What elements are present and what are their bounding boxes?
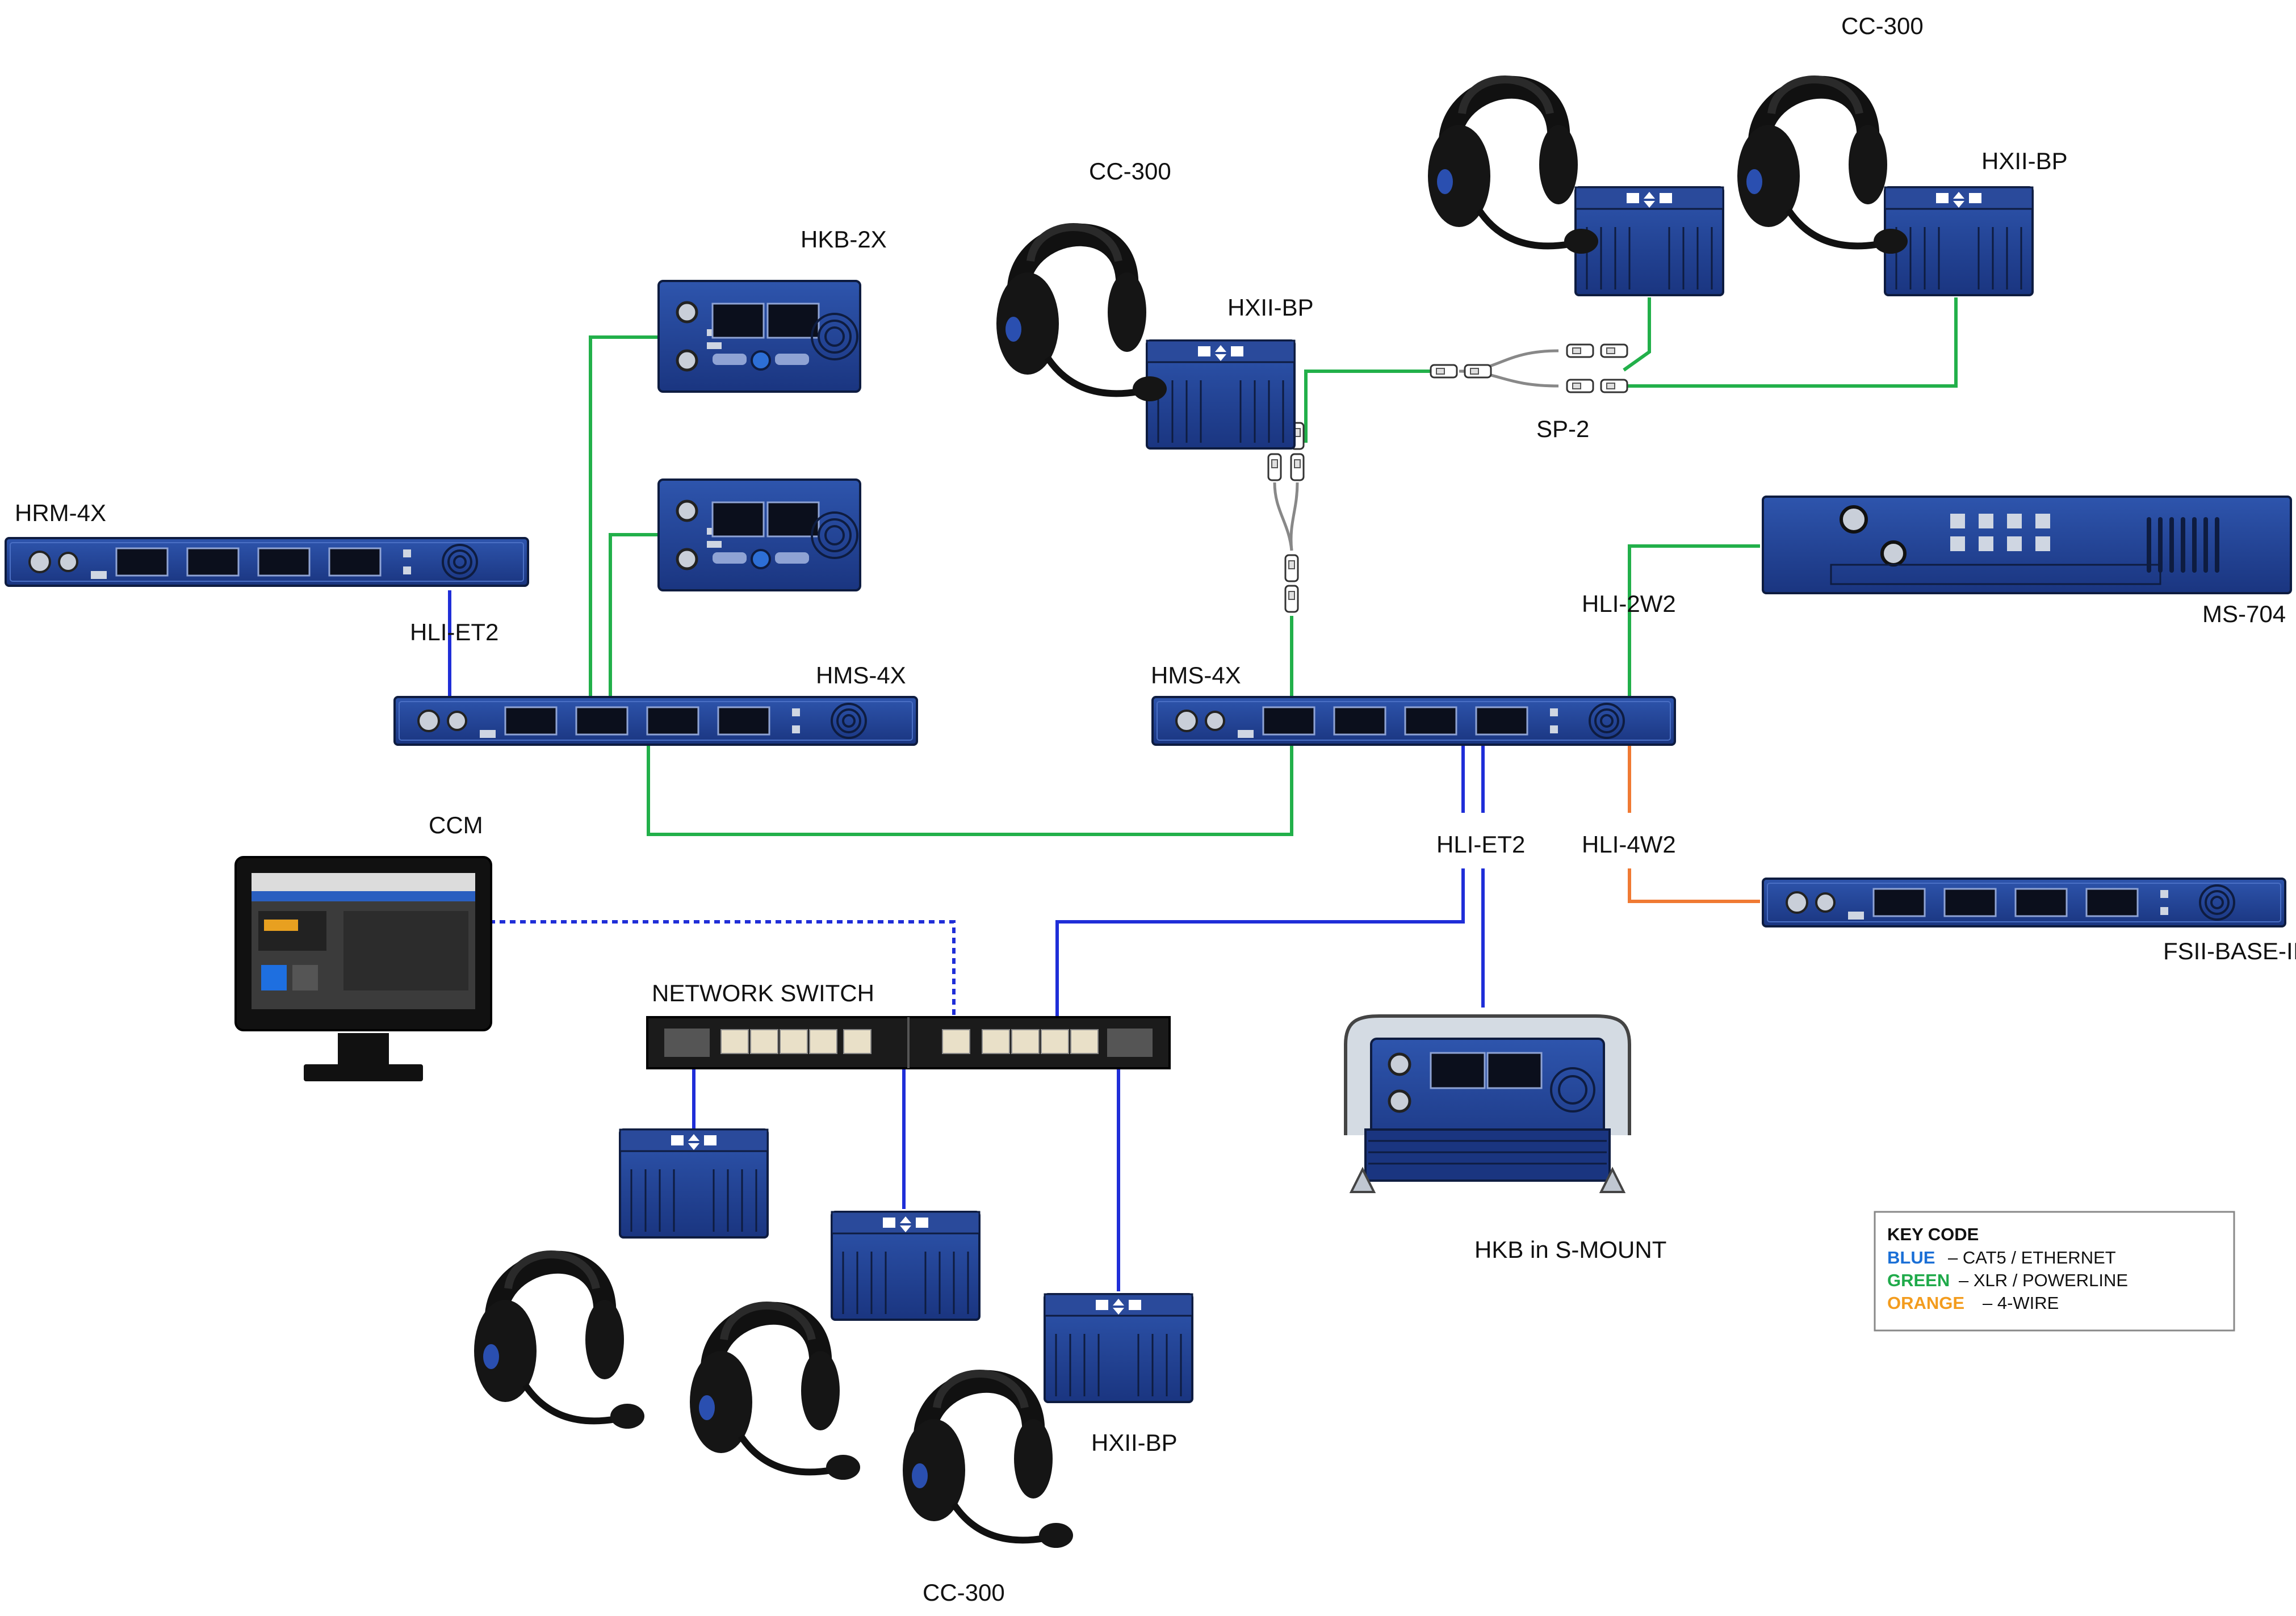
splitter-cable-icon — [1430, 343, 1628, 393]
label-hli-et2-left: HLI-ET2 — [410, 619, 498, 645]
key-blue-desc: – CAT5 / ETHERNET — [1948, 1248, 2116, 1267]
desktop-panel-icon — [659, 480, 860, 590]
label-hli-et2-right: HLI-ET2 — [1436, 831, 1525, 858]
headset-icon — [996, 227, 1167, 401]
label-hms-4x-left: HMS-4X — [816, 662, 906, 689]
network-switch-icon — [646, 1016, 1171, 1069]
rack-unit-icon — [5, 537, 529, 587]
key-green-desc: – XLR / POWERLINE — [1959, 1270, 2128, 1290]
label-fsii-base-ii: FSII-BASE-II — [2163, 938, 2296, 964]
rack-unit-icon — [1762, 496, 2292, 594]
beltpack-icon — [1044, 1293, 1193, 1403]
label-cc300-top: CC-300 — [1841, 12, 1924, 39]
green-cable — [647, 745, 1293, 836]
headset-icon — [1737, 79, 1908, 254]
label-hxii-bp-mid: HXII-BP — [1227, 294, 1314, 321]
label-cc300-bottom: CC-300 — [923, 1579, 1005, 1606]
green-cable — [589, 335, 659, 698]
beltpack-icon — [1146, 339, 1296, 450]
label-cc300-mid: CC-300 — [1089, 158, 1171, 184]
label-network-switch: NETWORK SWITCH — [652, 980, 874, 1006]
headset-icon — [1428, 79, 1598, 254]
green-cable — [1624, 297, 1958, 388]
key-title: KEY CODE — [1887, 1224, 1979, 1244]
label-hkb-s-mount: HKB in S-MOUNT — [1474, 1236, 1666, 1263]
rack-unit-icon — [1151, 696, 1676, 746]
label-ccm: CCM — [429, 812, 483, 838]
label-hms-4x-right: HMS-4X — [1151, 662, 1241, 689]
headset-icon — [474, 1254, 644, 1429]
blue-cable — [1055, 868, 1465, 1017]
green-cable — [609, 533, 659, 698]
ccm-dotted-link — [489, 920, 956, 1017]
green-cable — [1623, 297, 1651, 372]
label-sp-2: SP-2 — [1536, 415, 1589, 442]
green-cable — [1304, 370, 1431, 443]
label-hkb-2x: HKB-2X — [801, 226, 887, 253]
desktop-panel-icon — [659, 281, 860, 392]
rack-unit-icon — [393, 696, 918, 746]
splitter-cable-icon — [1267, 422, 1305, 613]
beltpack-icon — [831, 1211, 981, 1321]
label-hli-2w2: HLI-2W2 — [1582, 590, 1676, 617]
orange-cable — [1628, 868, 1760, 903]
key-code-legend: KEY CODE BLUE – CAT5 / ETHERNET GREEN – … — [1874, 1211, 2235, 1332]
label-hxii-bp-top: HXII-BP — [1981, 148, 2068, 174]
label-ms-704: MS-704 — [2202, 601, 2286, 627]
cables — [448, 297, 1958, 1291]
label-hrm-4x: HRM-4X — [15, 500, 106, 526]
key-orange-desc: – 4-WIRE — [1983, 1293, 2059, 1313]
device-labels: HRM-4X HLI-ET2 HMS-4X HKB-2X CC-300 HXII… — [15, 12, 2296, 1606]
label-hli-4w2: HLI-4W2 — [1582, 831, 1676, 858]
headset-icon — [690, 1306, 860, 1480]
key-orange-word: ORANGE — [1887, 1293, 1964, 1313]
label-hxii-bp-bottom: HXII-BP — [1091, 1429, 1178, 1456]
monitor-icon — [234, 856, 492, 1081]
beltpack-icon — [619, 1128, 769, 1239]
desktop-panel-icon — [1344, 1014, 1631, 1193]
key-blue-word: BLUE — [1887, 1248, 1935, 1267]
rack-unit-icon — [1762, 878, 2286, 927]
green-cable — [1628, 544, 1760, 698]
key-green-word: GREEN — [1887, 1270, 1950, 1290]
